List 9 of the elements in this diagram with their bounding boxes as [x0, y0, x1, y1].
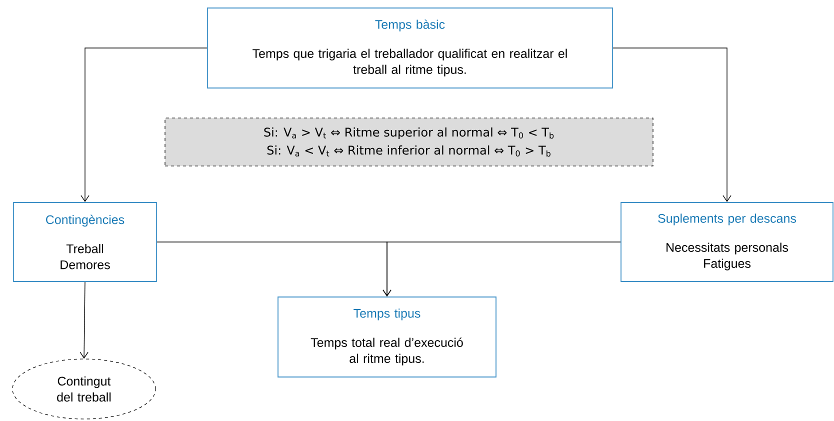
process-box: Suplements per descans Necessitats personals Fatigues	[620, 202, 834, 282]
note-box: Si: V$_{a}$ > V$_{t}$ ⇔ Ritme superior al normal ⇔ T$_{0}$ < T$_{b}$ Si: V$_{a}$ < V$_{t}$ ⇔ Ritme inferior al normal ⇔ T$_{0}$ > T$_{b}$	[164, 118, 654, 166]
process-box: Contingències Treball Demores	[13, 202, 157, 282]
arrow	[80, 48, 208, 202]
arrow	[612, 48, 732, 202]
process-box: Temps tipus Temps total real d’execució al ritme tipus.	[278, 296, 496, 378]
arrow	[382, 242, 621, 297]
process-box: Temps bàsic Temps que trigaria el treballador qualificat en realitzar el treball al ritme tipus.	[207, 8, 613, 88]
arrow	[80, 282, 88, 359]
